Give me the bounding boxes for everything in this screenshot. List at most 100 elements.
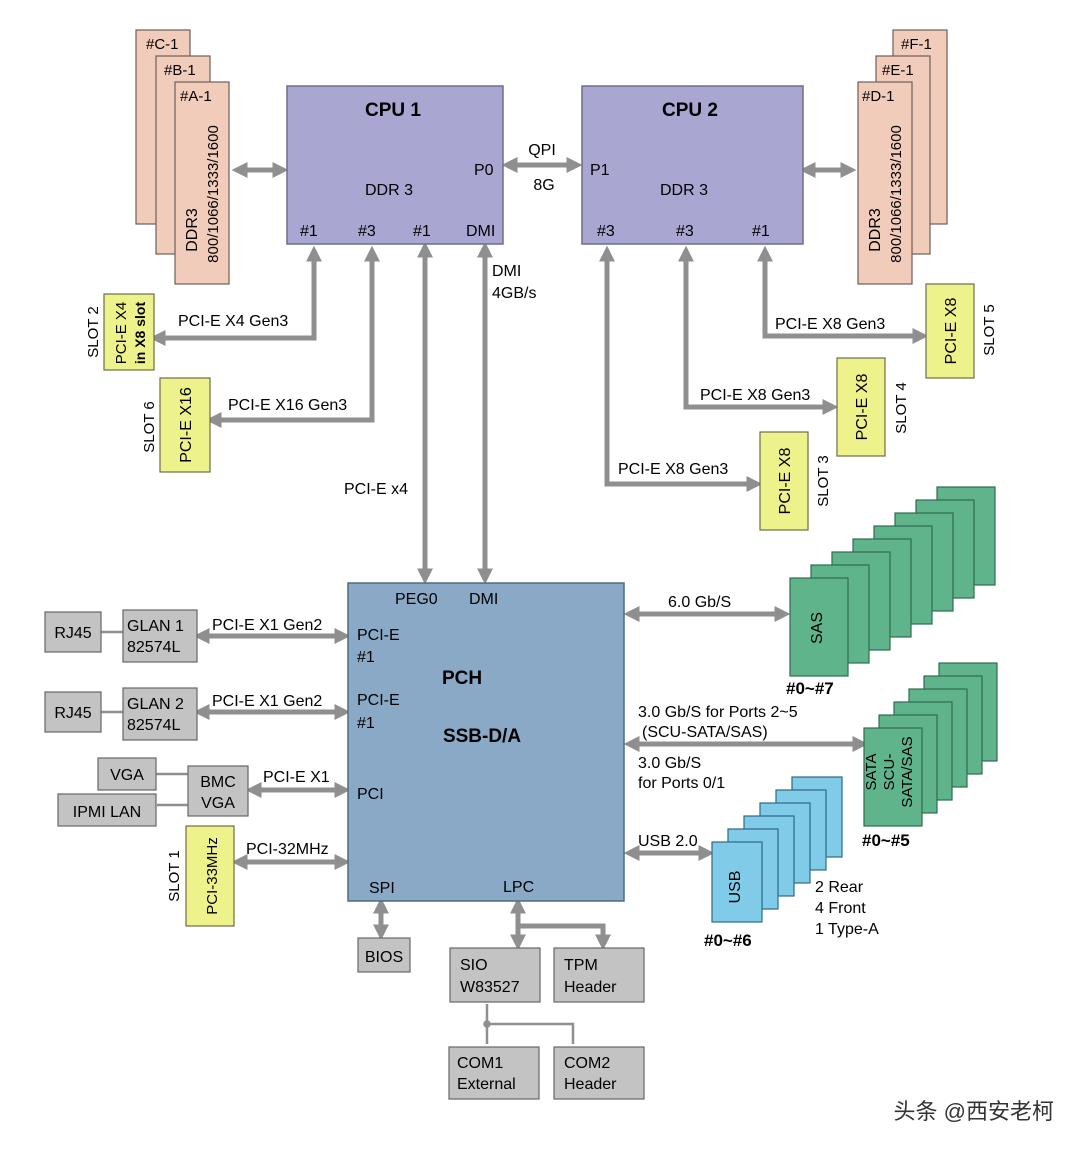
pch-spi: SPI [369, 880, 395, 897]
sata-l3: SATA/SAS [899, 736, 916, 807]
pch-title: PCH [442, 668, 482, 689]
slot1-name: SLOT 1 [166, 850, 183, 901]
slot3-card: PCI-E X8 [777, 448, 794, 515]
rj45-2-label: RJ45 [54, 705, 91, 722]
sata-l1: SATA [863, 754, 880, 791]
sata-drive-0 [863, 727, 923, 827]
slot4-card: PCI-E X8 [854, 374, 871, 441]
glan1-b: 82574L [127, 639, 180, 656]
usb-rear: 2 Rear [815, 879, 864, 896]
dimm-b-label: #B-1 [164, 62, 196, 79]
dimm-right-type: DDR3 [867, 208, 884, 252]
slot1-card: PCI-33MHz [204, 837, 221, 915]
com1-a: COM1 [457, 1055, 503, 1072]
sio-a: SIO [460, 957, 488, 974]
dimm-d-label: #D-1 [862, 88, 895, 105]
qpi-label: QPI [528, 142, 556, 159]
usb-port-stack [711, 776, 843, 923]
slot3-link-label: PCI-E X8 Gen3 [618, 461, 728, 478]
watermark: 头条 @西安老柯 [894, 1099, 1054, 1124]
tpm-box [553, 947, 645, 1003]
bmc-link-label: PCI-E X1 [263, 769, 330, 786]
glan2-a: GLAN 2 [127, 696, 184, 713]
dimm-d [857, 81, 913, 285]
slot4-link-label: PCI-E X8 Gen3 [700, 387, 810, 404]
com2-box [553, 1046, 645, 1100]
rj45-1 [44, 611, 102, 653]
pch-lpc: LPC [503, 879, 534, 896]
cpu2-p1: P1 [590, 162, 610, 179]
dmi-link-label1: DMI [492, 263, 521, 280]
dimm-right-stack: #F-1 #E-1 #D-1 DDR3 800/1066/1333/1600 [857, 29, 948, 285]
tpm-b: Header [564, 979, 617, 996]
bmc-box [187, 765, 249, 817]
rj45-1-label: RJ45 [54, 625, 91, 642]
pch-pcie2b: #1 [357, 715, 375, 732]
slot2: PCI-E X4 in X8 slot SLOT 2 PCI-E X4 Gen3 [85, 293, 288, 371]
dimm-a-label: #A-1 [180, 88, 212, 105]
qpi-speed: 8G [533, 177, 554, 194]
sata-speed2: (SCU-SATA/SAS) [642, 724, 768, 741]
slot3-link [598, 245, 763, 493]
slot6-link-label: PCI-E X16 Gen3 [228, 397, 347, 414]
pch-subtitle: SSB-D/A [443, 726, 521, 747]
cpu2-block: CPU 2 DDR 3 P1 #3 #3 #1 [581, 85, 804, 245]
slot2-name: SLOT 2 [85, 306, 102, 357]
sata-drive-stack [863, 662, 998, 827]
cpu2-port3b: #3 [676, 223, 694, 240]
cpu1-p0: P0 [474, 162, 494, 179]
com1-box [448, 1046, 540, 1100]
glan1-link-label: PCI-E X1 Gen2 [212, 617, 322, 634]
bios-box [357, 937, 411, 973]
sio-com2-link [487, 1022, 575, 1044]
slot5-name: SLOT 5 [981, 304, 998, 355]
cpu1-port1b: #1 [413, 223, 431, 240]
com2-a: COM2 [564, 1055, 610, 1072]
sata-speed1: 3.0 Gb/S for Ports 2~5 [638, 704, 798, 721]
sas-drive-0 [789, 577, 849, 677]
vga-box [97, 757, 157, 791]
slot6-link [205, 245, 381, 429]
glan2-b: 82574L [127, 717, 180, 734]
dimm-left-stack: #C-1 #B-1 #A-1 DDR3 800/1066/1333/1600 [135, 29, 230, 285]
dimm-a [174, 81, 230, 285]
rj45-2 [44, 691, 102, 733]
ipmi-box [57, 793, 157, 827]
pch-dmi: DMI [469, 591, 498, 608]
dimm-f-label: #F-1 [901, 36, 932, 53]
usb-speed: USB 2.0 [638, 833, 698, 850]
sio-b: W83527 [460, 979, 520, 996]
vga-label: VGA [110, 767, 144, 784]
pch-pcie1a: PCI-E [357, 627, 400, 644]
slot6-card: PCI-E X16 [178, 387, 195, 463]
bmc-b: VGA [201, 795, 235, 812]
usb-typea: 1 Type-A [815, 921, 879, 938]
slot6-name: SLOT 6 [141, 401, 158, 452]
cpu1-ddr: DDR 3 [365, 182, 413, 199]
slot2-link-label: PCI-E X4 Gen3 [178, 313, 288, 330]
sas-range: #0~#7 [786, 679, 834, 698]
cpu2-title: CPU 2 [662, 100, 718, 121]
slot5-link [756, 245, 929, 345]
pch-pcie2a: PCI-E [357, 692, 400, 709]
cpu2-ddr: DDR 3 [660, 182, 708, 199]
connection-arrows [149, 156, 929, 951]
slot4-link [677, 245, 839, 416]
com2-b: Header [564, 1076, 617, 1093]
slot4: PCI-E X8 SLOT 4 PCI-E X8 Gen3 [700, 357, 910, 457]
ipmi-label: IPMI LAN [73, 804, 141, 821]
pch-pci: PCI [357, 786, 384, 803]
sas-label: SAS [809, 612, 826, 644]
cpu1-block: CPU 1 DDR 3 P0 #1 #3 #1 DMI [286, 85, 504, 245]
bmc-a: BMC [200, 774, 236, 791]
bmc-group: VGA IPMI LAN BMC VGA PCI-E X1 [57, 757, 330, 827]
pcie-x4-label: PCI-E x4 [344, 481, 408, 498]
lan-group: RJ45 GLAN 1 82574L PCI-E X1 Gen2 RJ45 GL… [44, 609, 322, 741]
slot3-name: SLOT 3 [815, 455, 832, 506]
pch-peg0: PEG0 [395, 591, 438, 608]
slot4-name: SLOT 4 [893, 382, 910, 433]
dimm-left-speeds: 800/1066/1333/1600 [205, 125, 222, 263]
cpu2-port1: #1 [752, 223, 770, 240]
slot5: PCI-E X8 SLOT 5 PCI-E X8 Gen3 [775, 283, 998, 379]
